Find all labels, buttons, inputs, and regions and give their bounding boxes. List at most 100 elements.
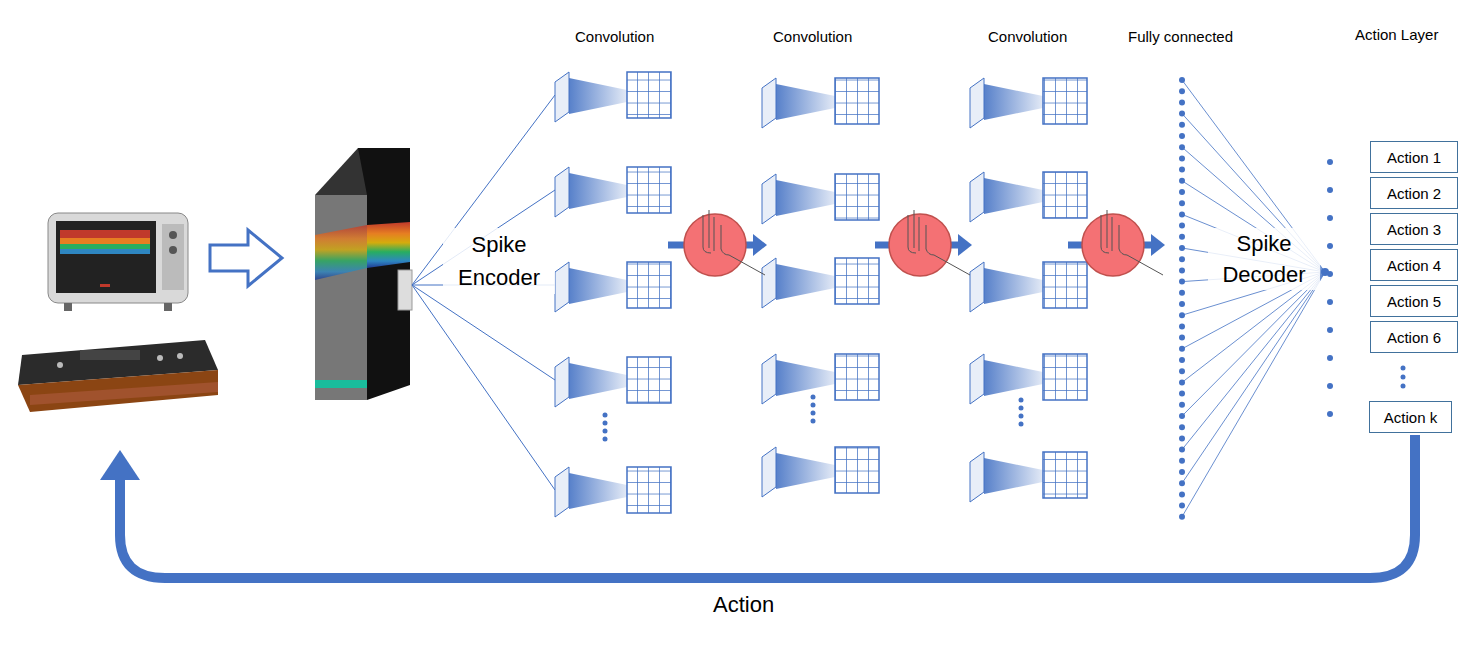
feature-map (1043, 452, 1087, 498)
game-frame (315, 148, 412, 400)
fc-unit (1179, 189, 1185, 195)
spike-trace (1101, 210, 1163, 275)
ellipsis-dot (811, 419, 816, 424)
fc-unit (1179, 88, 1185, 94)
spike-trace (703, 210, 765, 275)
conv-filter (762, 258, 776, 308)
fc-unit (1179, 335, 1185, 341)
fc-unit (1179, 491, 1185, 497)
ellipsis-dot (603, 421, 608, 426)
conv-beam (776, 453, 835, 489)
fc-unit (1179, 178, 1185, 184)
feature-map (627, 357, 671, 403)
action-box: Action 6 (1370, 321, 1458, 353)
fc-unit (1179, 357, 1185, 363)
fc-unit (1179, 234, 1185, 240)
spiking-neurons (668, 210, 1165, 276)
fc-unit (1179, 144, 1185, 150)
feature-map (835, 354, 879, 400)
feature-map (627, 72, 671, 118)
flow-arrow-head (753, 234, 767, 256)
action-text: Action k (1384, 409, 1437, 426)
fc-unit (1179, 301, 1185, 307)
fc-unit (1179, 167, 1185, 173)
fc-unit (1179, 368, 1185, 374)
feature-map (835, 174, 879, 220)
output-unit (1327, 299, 1333, 305)
fc-unit (1179, 155, 1185, 161)
action-box: Action 3 (1370, 213, 1458, 245)
stage-label: Spike Encoder (443, 228, 555, 294)
fc-weight (1182, 272, 1325, 517)
feature-map (627, 467, 671, 513)
encoder-lines (412, 95, 555, 490)
fc-unit (1179, 323, 1185, 329)
action-box: Action 2 (1370, 177, 1458, 209)
fc-unit (1179, 111, 1185, 117)
tv-icon (48, 213, 188, 311)
conv-beam (984, 458, 1043, 494)
conv-filter (555, 72, 569, 122)
conv-beam (776, 360, 835, 396)
action-text: Action 1 (1387, 149, 1441, 166)
fc-unit (1179, 391, 1185, 397)
fc-unit (1179, 503, 1185, 509)
fc-weight (1182, 272, 1325, 450)
layer-label: Action Layer (1355, 26, 1438, 43)
action-box: Action 4 (1370, 249, 1458, 281)
output-unit (1327, 159, 1333, 165)
fc-unit (1179, 514, 1185, 520)
fc-unit (1179, 435, 1185, 441)
action-box: Action k (1369, 401, 1452, 433)
stage-label: Spike Decoder (1208, 228, 1320, 290)
flow-arrow-head (1151, 234, 1165, 256)
conv-beam (569, 473, 627, 509)
output-unit (1327, 383, 1333, 389)
feature-map (835, 447, 879, 493)
neuron-circle (1082, 214, 1144, 276)
fc-unit (1179, 346, 1185, 352)
output-unit (1327, 187, 1333, 193)
output-unit (1327, 355, 1333, 361)
conv-layers (555, 72, 1087, 517)
fc-unit (1179, 447, 1185, 453)
fc-unit (1179, 413, 1185, 419)
conv-filter (762, 354, 776, 404)
fc-unit (1179, 480, 1185, 486)
layer-label: Convolution (988, 28, 1067, 45)
ellipsis-dot (811, 395, 816, 400)
input-arrow (210, 230, 282, 286)
conv-beam (776, 264, 835, 300)
fc-unit (1179, 379, 1185, 385)
fc-unit (1179, 211, 1185, 217)
output-unit (1327, 243, 1333, 249)
action-box: Action 1 (1370, 141, 1458, 173)
fc-unit (1179, 458, 1185, 464)
action-text: Action 3 (1387, 221, 1441, 238)
conv-filter (970, 78, 984, 128)
fc-unit (1179, 256, 1185, 262)
fully-connected-layer (1179, 77, 1333, 520)
feature-map (835, 78, 879, 124)
conv-filter (555, 167, 569, 217)
fc-unit (1179, 267, 1185, 273)
fc-unit (1179, 122, 1185, 128)
ellipsis-dot (1019, 406, 1024, 411)
ellipsis-dot (1019, 398, 1024, 403)
decoder-hub (1321, 268, 1329, 276)
layer-label: Action (713, 592, 774, 618)
layer-label: Convolution (773, 28, 852, 45)
fc-unit (1179, 200, 1185, 206)
fc-unit (1179, 133, 1185, 139)
action-box: Action 5 (1370, 285, 1458, 317)
action-text: Action 4 (1387, 257, 1441, 274)
conv-filter (555, 467, 569, 517)
ellipsis-dot (811, 411, 816, 416)
output-unit (1327, 411, 1333, 417)
conv-filter (555, 262, 569, 312)
feedback-arrowhead (100, 450, 140, 480)
feature-map (1043, 262, 1087, 308)
conv-filter (970, 452, 984, 502)
